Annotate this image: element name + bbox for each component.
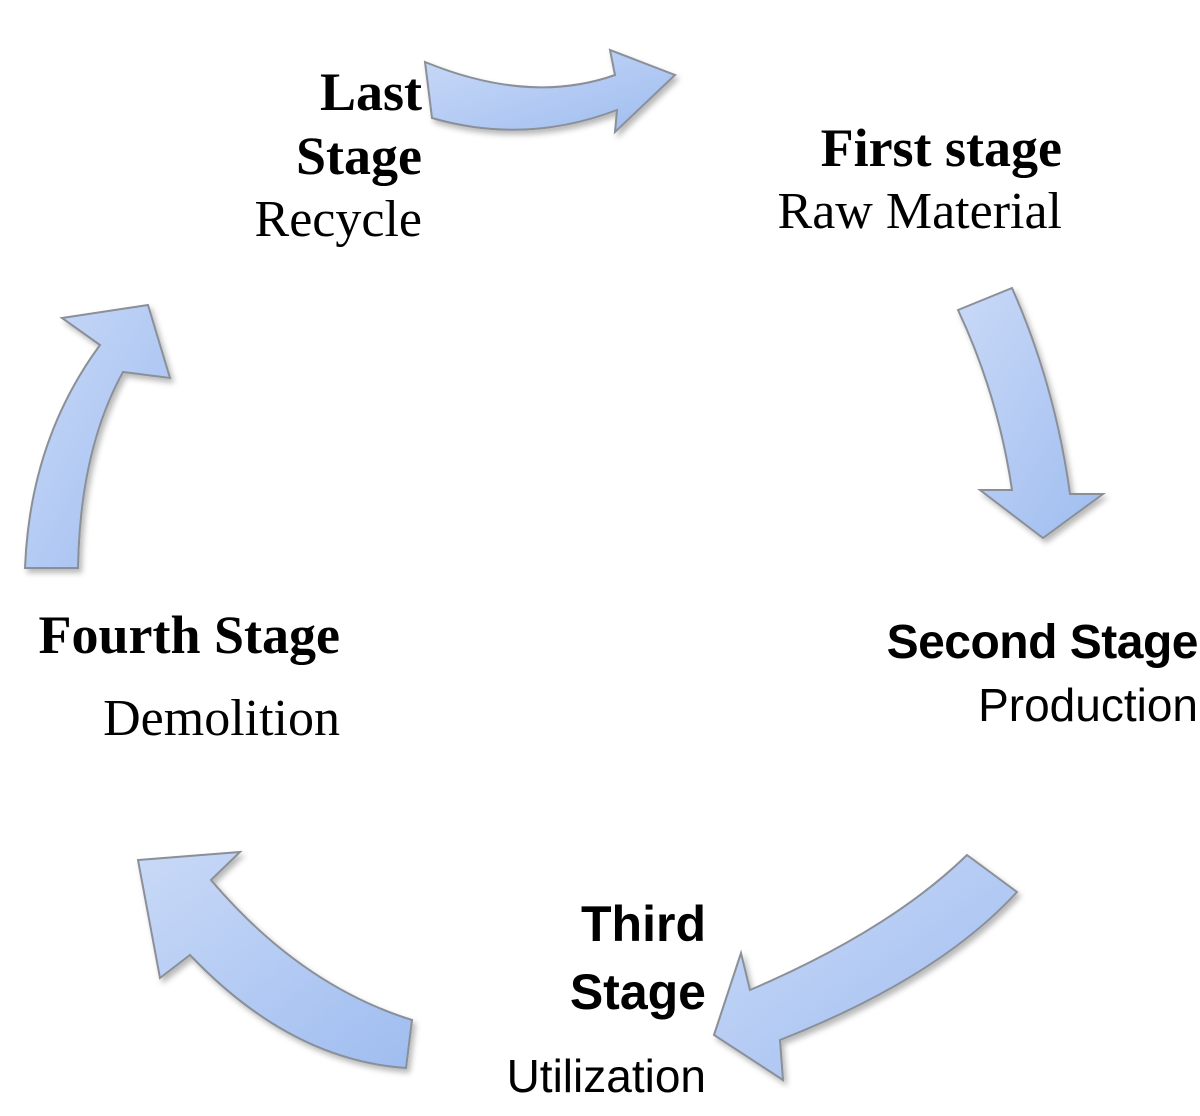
arrow-first-to-second xyxy=(956,286,1107,540)
arrow-last-to-first xyxy=(423,48,677,135)
stage-third-description: Utilization xyxy=(506,1050,706,1102)
stage-last: Last Stage Recycle xyxy=(255,60,422,252)
stage-second-description: Production xyxy=(978,679,1198,731)
stage-last-title-line1: Last xyxy=(319,62,422,122)
stage-last-description: Recycle xyxy=(254,191,422,248)
stage-first-description: Raw Material xyxy=(777,183,1062,240)
stage-third: Third Stage Utilization xyxy=(507,890,706,1106)
stage-last-title-line2: Stage xyxy=(296,126,422,186)
stage-fourth: Fourth Stage Demolition xyxy=(0,600,340,754)
stage-third-title-line1: Third xyxy=(581,896,706,952)
stage-fourth-title: Fourth Stage xyxy=(38,605,340,665)
stage-second: Second Stage Production xyxy=(886,612,1199,736)
arrow-second-to-third xyxy=(712,853,1019,1082)
stage-third-title-line2: Stage xyxy=(569,964,706,1020)
stage-first: First stage Raw Material xyxy=(778,116,1062,244)
arrow-third-to-fourth xyxy=(136,850,414,1070)
stage-fourth-description: Demolition xyxy=(103,690,340,747)
stage-second-title: Second Stage xyxy=(886,616,1199,669)
stage-first-title: First stage xyxy=(820,118,1062,178)
arrow-fourth-to-last xyxy=(23,303,172,569)
